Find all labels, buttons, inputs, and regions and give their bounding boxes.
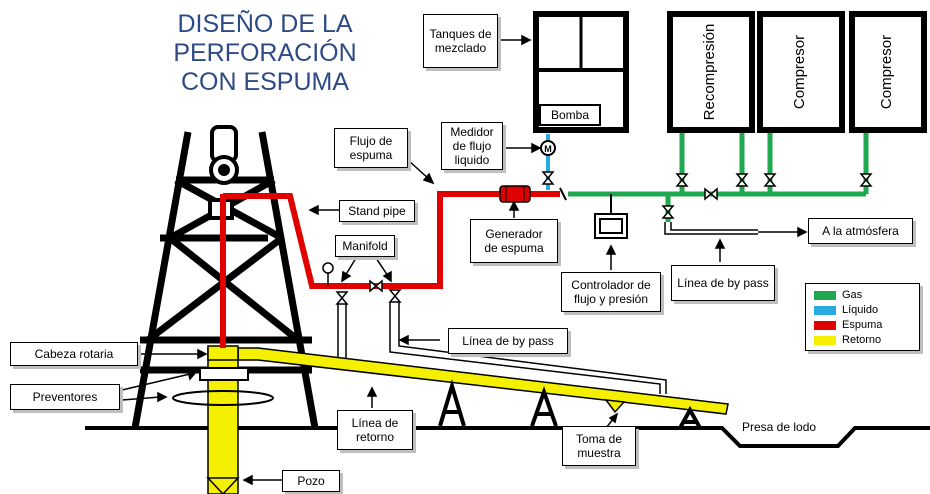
label-stand-pipe: Stand pipe [339,200,415,222]
label-bomba: Bomba [539,104,601,126]
title-line-1: DISEÑO DE LA [177,10,353,38]
legend-item-retorno: Retorno [814,334,881,346]
label-pozo: Pozo [282,470,340,492]
rotating-head [207,345,239,361]
label-medidor: Medidor de flujo liquido [441,122,503,170]
label-bypass-center: Línea de by pass [448,328,568,354]
label-bypass-right: Línea de by pass [671,265,775,301]
label-recompresion: Recompresión [701,23,718,121]
label-compresor-2: Compresor [878,34,895,110]
legend-item-espuma: Espuma [814,319,882,331]
legend-label-gas: Gas [842,289,863,301]
meter-symbol: M [544,144,552,154]
label-preventores: Preventores [10,384,120,410]
label-generador: Generador de espuma [470,219,558,263]
callout-arrows [121,34,808,486]
legend-swatch-espuma [814,320,836,330]
bypass-pipes [337,222,758,394]
title-line-2: PERFORACIÓN [173,39,357,67]
title-line-3: CON ESPUMA [180,68,350,96]
controller-device [594,194,628,239]
legend-item-gas: Gas [814,289,862,301]
label-linea-retorno: Línea de retorno [337,410,413,450]
legend-swatch-liquido [814,305,836,315]
label-manifold: Manifold [335,235,395,257]
legend-label-retorno: Retorno [842,334,882,346]
diagram-title: DISEÑO DE LA PERFORACIÓN CON ESPUMA [150,10,380,97]
label-controlador: Controlador de flujo y presión [561,272,661,312]
label-compresor-1: Compresor [791,34,808,110]
legend-item-liquido: Líquido [814,304,878,316]
legend-label-espuma: Espuma [842,319,883,331]
label-toma-muestra: Toma de muestra [562,426,636,466]
a-frame-supports [438,379,702,429]
label-cabeza-rotaria: Cabeza rotaria [10,342,138,366]
legend-swatch-gas [814,290,836,300]
label-atmosfera: A la atmósfera [808,218,913,244]
legend-label-liquido: Líquido [842,304,879,316]
pressure-gauge [322,262,334,286]
foam-generator [499,185,531,203]
label-flujo-espuma: Flujo de espuma [334,128,408,168]
compressor-units [667,11,927,133]
preventers [172,367,274,406]
gas-lines [568,130,869,222]
check-valve [559,187,567,201]
legend: Gas Líquido Espuma Retorno [805,283,920,351]
flow-meter: M [540,140,556,156]
label-tanques: Tanques de mezclado [423,14,498,68]
legend-swatch-retorno [814,335,836,345]
label-presa-lodo: Presa de lodo [742,420,817,434]
